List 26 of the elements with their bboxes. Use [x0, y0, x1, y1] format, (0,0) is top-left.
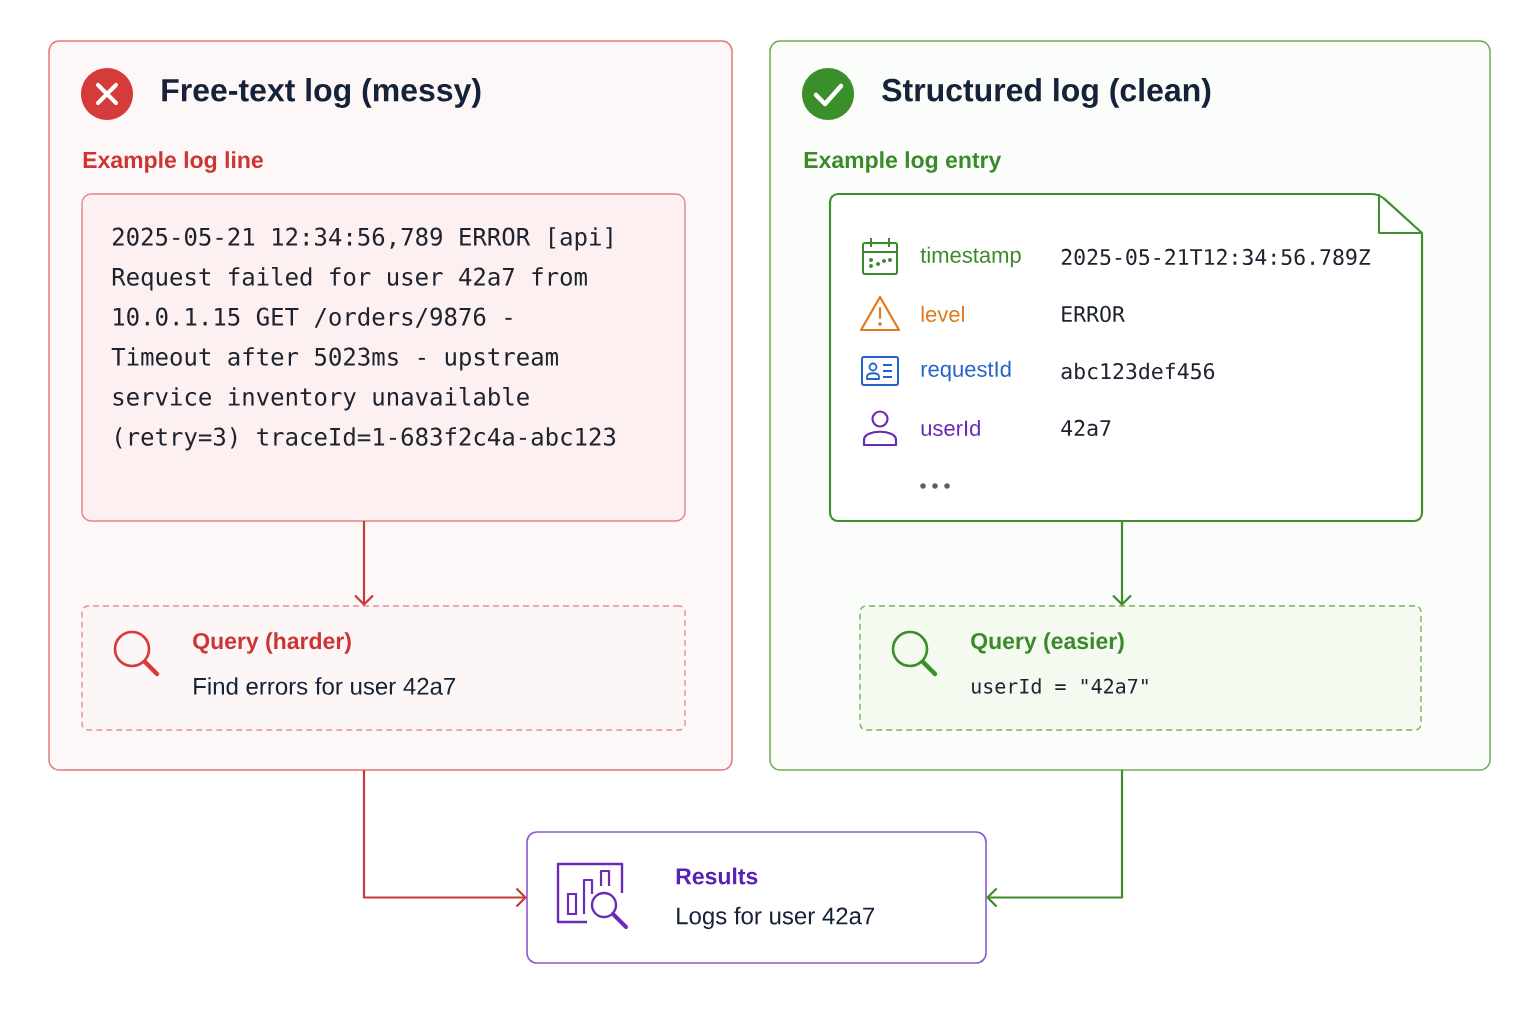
panel-title: Free-text log (messy) — [162, 78, 481, 108]
arrow — [354, 521, 374, 606]
result-text: Logs for user 42a7 — [677, 906, 875, 930]
section-heading: Example log line — [83, 151, 263, 173]
arrow — [1112, 521, 1132, 606]
arrow — [362, 770, 527, 908]
query-box — [81, 605, 686, 731]
field-name: requestId — [921, 360, 1011, 382]
field-value: ERROR — [1062, 305, 1125, 323]
query-box — [859, 605, 1422, 731]
field-name: level — [921, 305, 964, 323]
field-value: 42a7 — [1061, 419, 1111, 437]
field-name: timestamp — [920, 246, 1021, 268]
field-value: 2025-05-21T12:34:56.789Z — [1061, 248, 1371, 266]
section-heading: Example log entry — [804, 151, 1002, 173]
result-heading: Results — [676, 867, 758, 885]
query-text: Find errors for user 42a7 — [194, 677, 456, 695]
field-name: userId — [921, 419, 980, 437]
query-heading: Query (easier) — [971, 632, 1124, 654]
panel-title: Structured log (clean) — [882, 78, 1211, 108]
query-text: userId = "42a7" — [972, 678, 1148, 694]
result-box — [526, 831, 987, 964]
query-heading: Query (harder) — [193, 632, 351, 654]
arrow — [986, 770, 1124, 908]
log-line-text: 2025-05-21 12:34:56,789 ERROR [api] Request failed for user 42a7 from 10.0.1.15 GET /orders/9876 - Timeout after 5023ms - upstream service inventory unavailable (retry=3) traceId=1-683f2c4a-abc123 — [111, 227, 616, 451]
field-value: abc123def456 — [1061, 362, 1215, 380]
